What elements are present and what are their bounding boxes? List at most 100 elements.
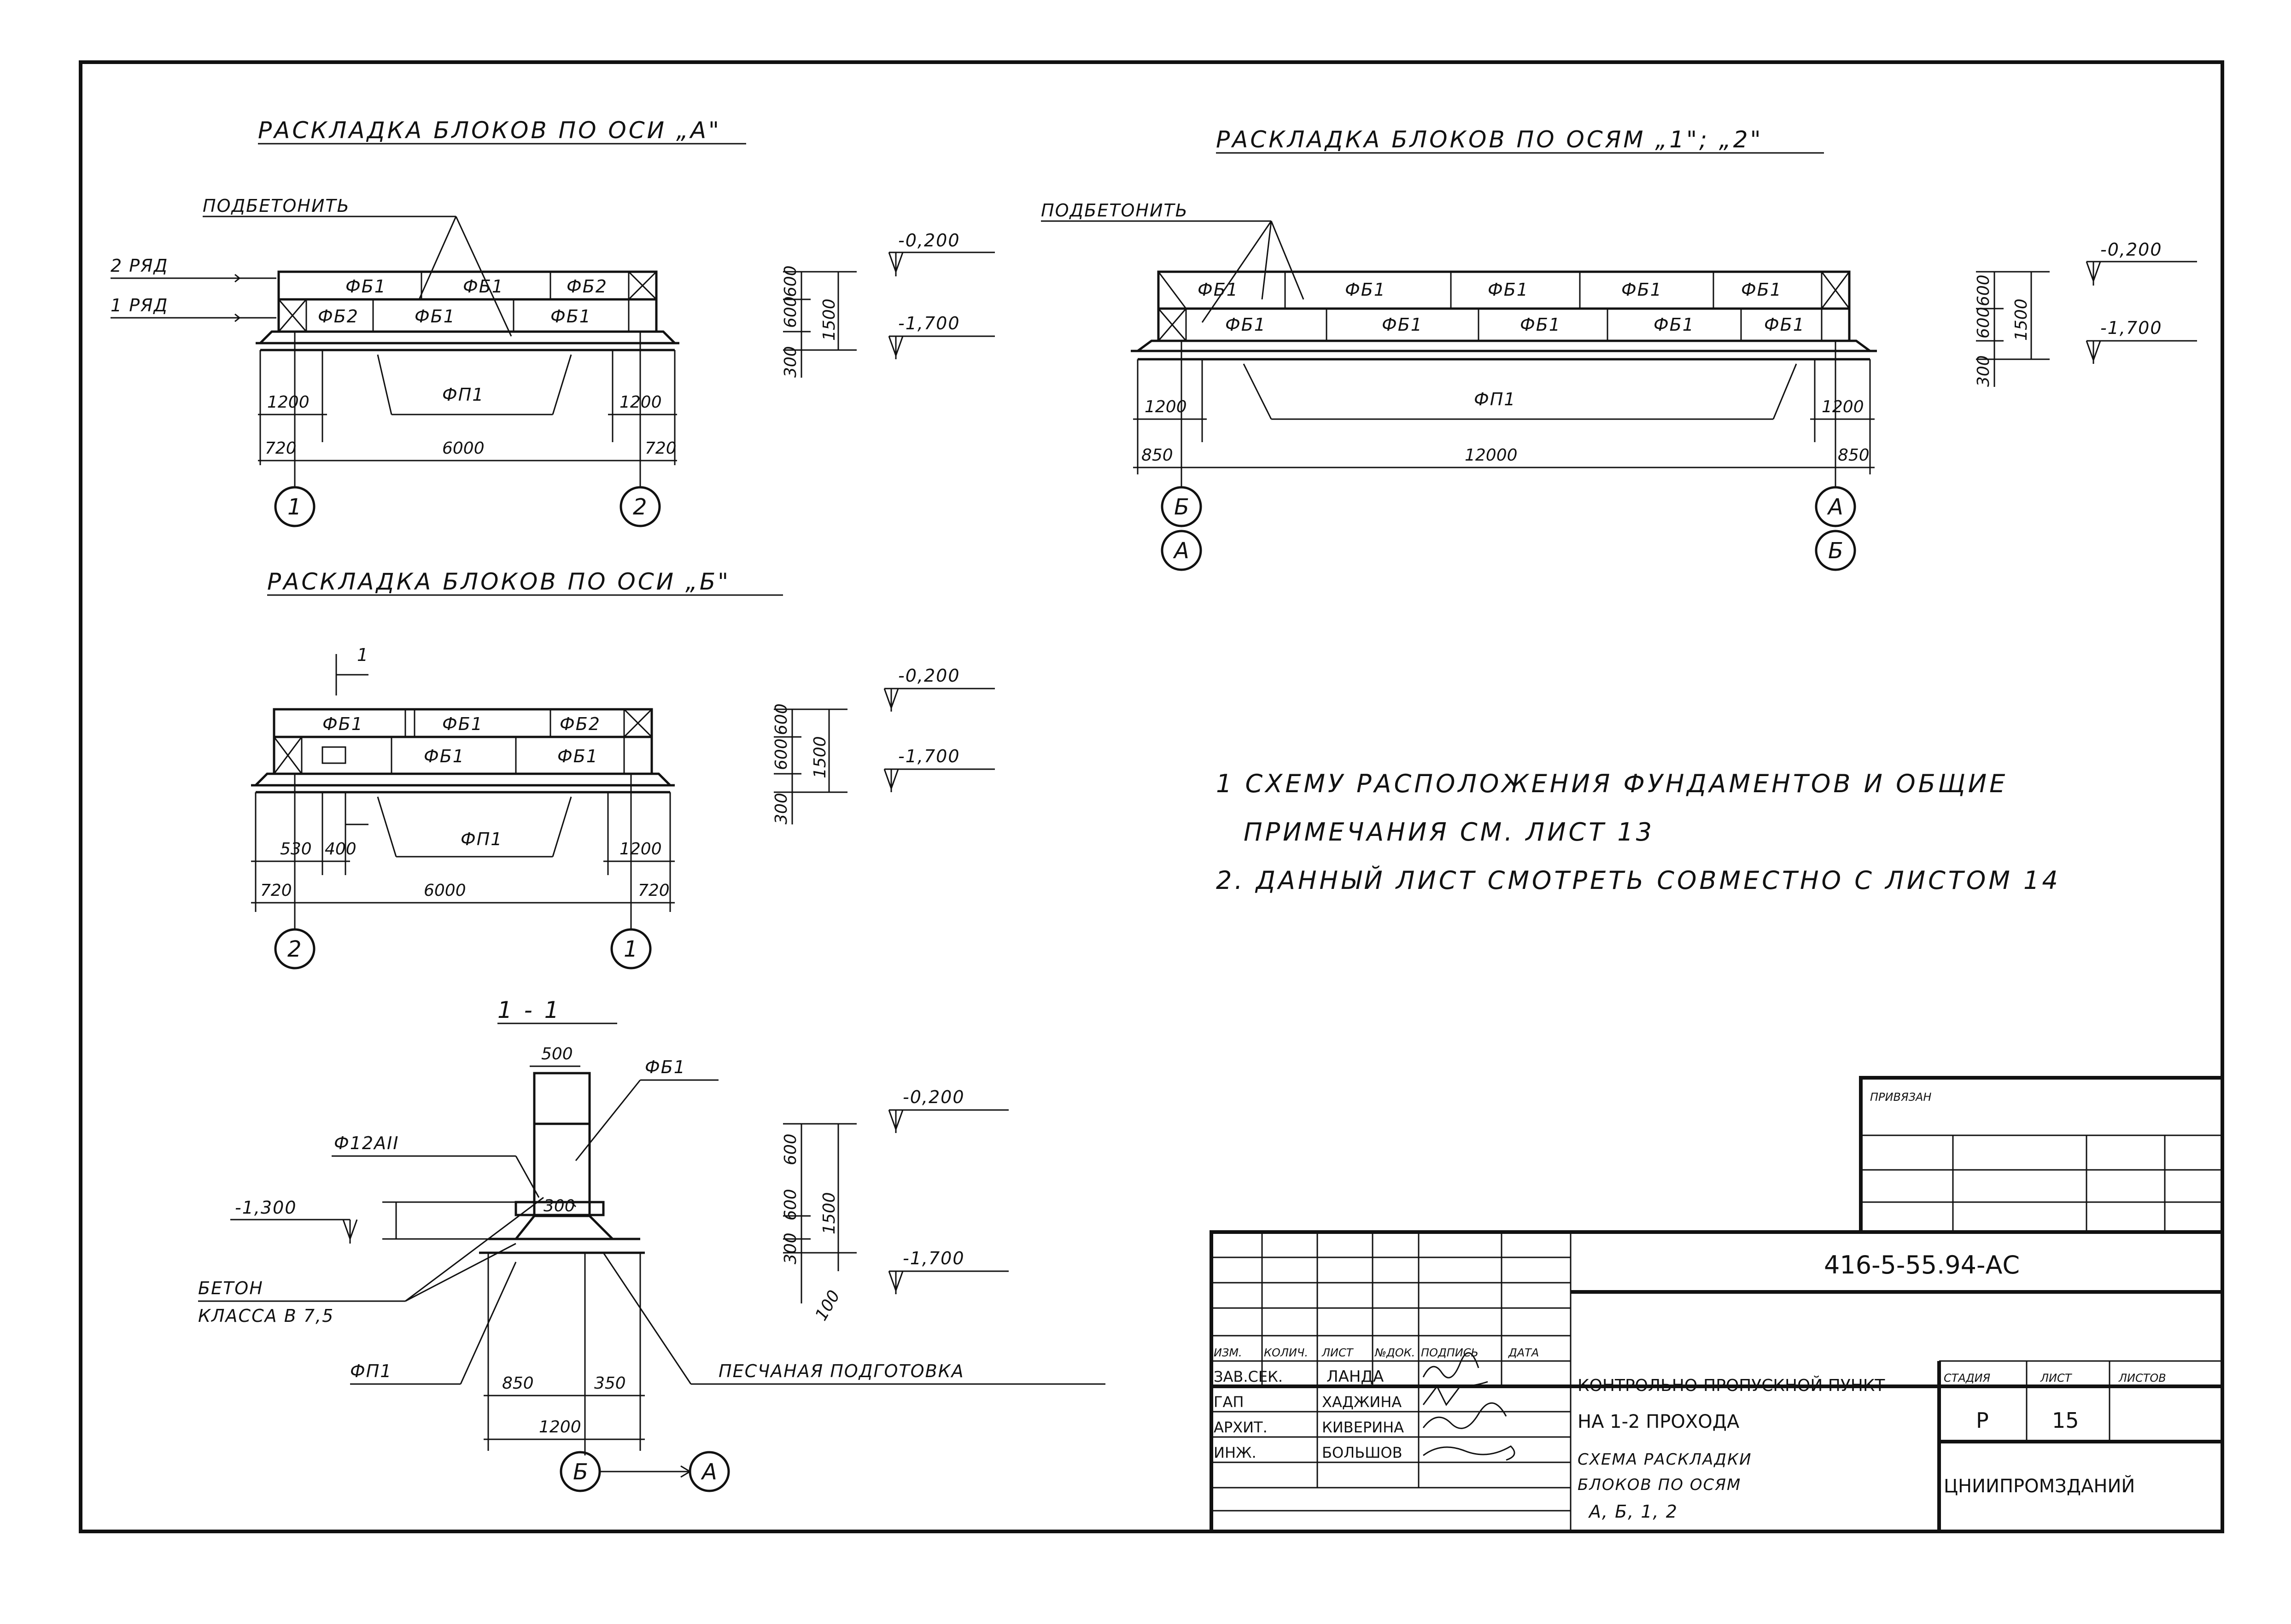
plan-a-block: ФБ1 — [463, 276, 504, 297]
plan-axis-a: РАСКЛАДКА БЛОКОВ ПО ОСИ „А" ПОДБЕТОНИТЬ … — [111, 117, 995, 527]
section-concrete: БЕТОН — [198, 1278, 263, 1298]
plan-a-height: 300 — [781, 346, 800, 378]
plan-12-dim: 1200 — [1822, 397, 1864, 416]
plan-12-axis-marker: Б — [1174, 494, 1189, 520]
section-height: 600 — [781, 1189, 800, 1221]
plan-a-block: ФБ1 — [550, 306, 591, 327]
plan-12-block: ФБ1 — [1654, 315, 1695, 335]
plan-12-block: ФБ1 — [1345, 280, 1386, 300]
plan-12-level: -1,700 — [2100, 318, 2162, 338]
section-title: 1 - 1 — [497, 997, 561, 1023]
tb-role: ИНЖ. — [1214, 1444, 1257, 1461]
doc-code: 416-5-55.94-АС — [1824, 1250, 2020, 1279]
section-sand: ПЕСЧАНАЯ ПОДГОТОВКА — [719, 1361, 964, 1381]
plan-b-level: -1,700 — [898, 746, 960, 766]
plan-12-title: РАСКЛАДКА БЛОКОВ ПО ОСЯМ „1"; „2" — [1216, 126, 1763, 153]
plan-12-level: -0,200 — [2100, 240, 2162, 260]
tb-col-header: ДАТА — [1508, 1346, 1539, 1359]
plan-b-axis-marker: 1 — [624, 936, 638, 962]
section-1-1: 1 - 1 500 ФБ1 300 Ф12АII -1,300 БЕТОН КЛ… — [198, 997, 1105, 1492]
plan-a-block: ФБ1 — [345, 276, 386, 297]
section-level: -1,700 — [903, 1248, 965, 1268]
plan-b-dim: 6000 — [424, 881, 466, 900]
note-line: 2. ДАННЫЙ ЛИСТ СМОТРЕТЬ СОВМЕСТНО С ЛИСТ… — [1216, 866, 2061, 895]
plan-12-block: ФБ1 — [1621, 280, 1662, 300]
section-height: 300 — [781, 1233, 800, 1264]
project-name: НА 1-2 ПРОХОДА — [1578, 1411, 1740, 1432]
tb-name: ХАДЖИНА — [1322, 1393, 1402, 1411]
note-line: ПРИМЕЧАНИЯ СМ. ЛИСТ 13 — [1244, 818, 1654, 847]
sheet-number: 15 — [2052, 1408, 2079, 1433]
section-height: 600 — [781, 1133, 800, 1165]
section-slab: ФП1 — [350, 1361, 392, 1381]
plan-b-height: 600 — [772, 703, 791, 735]
section-height-total: 1500 — [820, 1192, 839, 1234]
section-dim: 1200 — [539, 1418, 581, 1437]
section-axis-marker: А — [701, 1459, 717, 1485]
tb-role: АРХИТ. — [1214, 1419, 1268, 1436]
plan-12-height: 600 — [1974, 275, 1993, 306]
plan-b-block: ФБ1 — [557, 746, 598, 766]
plan-a-block: ФБ2 — [567, 276, 608, 297]
plan-a-title: РАСКЛАДКА БЛОКОВ ПО ОСИ „А" — [258, 117, 721, 144]
plan-b-block: ФБ1 — [424, 746, 465, 766]
plan-a-row1-label: 1 РЯД — [111, 295, 168, 315]
plan-a-axis-marker: 1 — [287, 494, 302, 520]
note-line: 1 СХЕМУ РАСПОЛОЖЕНИЯ ФУНДАМЕНТОВ И ОБЩИЕ — [1216, 769, 2008, 798]
plan-b-dim: 720 — [260, 881, 292, 900]
signature-3 — [1422, 1402, 1507, 1429]
privyazan-label: ПРИВЯЗАН — [1870, 1091, 1931, 1104]
plan-axes-1-2: РАСКЛАДКА БЛОКОВ ПО ОСЯМ „1"; „2" ПОДБЕТ… — [1041, 126, 2197, 571]
plan-12-block: ФБ1 — [1520, 315, 1561, 335]
sheet-title: СХЕМА РАСКЛАДКИ — [1578, 1450, 1752, 1469]
tb-name: БОЛЬШОВ — [1322, 1444, 1403, 1461]
section-level-mid: -1,300 — [235, 1198, 297, 1218]
plan-a-leader-label: ПОДБЕТОНИТЬ — [203, 196, 350, 216]
sheet-frame — [79, 60, 2224, 1533]
plan-12-block: ФБ1 — [1488, 280, 1529, 300]
plan-a-dim: 6000 — [442, 439, 485, 458]
plan-b-slab: ФП1 — [461, 829, 503, 849]
plan-b-dim: 400 — [325, 840, 357, 859]
plan-12-dim: 12000 — [1465, 446, 1518, 465]
tb-col-header: ЛИСТ — [1321, 1346, 1354, 1359]
plan-12-block: ФБ1 — [1225, 315, 1266, 335]
section-block: ФБ1 — [645, 1057, 686, 1077]
plan-b-dim: 720 — [638, 881, 670, 900]
plan-12-block: ФБ1 — [1382, 315, 1423, 335]
plan-12-axis-marker: А — [1827, 494, 1843, 520]
tb-role: ЗАВ.СЕК. — [1214, 1368, 1283, 1385]
plan-12-height: 600 — [1974, 307, 1993, 339]
plan-12-leader-label: ПОДБЕТОНИТЬ — [1041, 200, 1188, 221]
plan-12-block: ФБ1 — [1198, 280, 1239, 300]
plan-a-dim: 720 — [645, 439, 677, 458]
plan-a-slab: ФП1 — [442, 385, 484, 405]
plan-b-title: РАСКЛАДКА БЛОКОВ ПО ОСИ „Б" — [267, 568, 731, 595]
signature-4 — [1423, 1445, 1515, 1461]
plan-a-block: ФБ2 — [318, 306, 359, 327]
section-concrete: КЛАССА В 7,5 — [198, 1306, 334, 1326]
tb-name: ЛАНДА — [1327, 1367, 1384, 1386]
section-dim: 350 — [594, 1374, 626, 1393]
tb-col-header: ИЗМ. — [1214, 1346, 1242, 1359]
plan-b-block: ФБ1 — [322, 714, 363, 734]
plan-12-block: ФБ1 — [1741, 280, 1782, 300]
plan-12-axis-marker: Б — [1828, 538, 1843, 564]
plan-b-axis-marker: 2 — [287, 936, 302, 962]
plan-a-axis-marker: 2 — [633, 494, 647, 520]
plan-a-height: 600 — [781, 296, 800, 328]
tb-name: КИВЕРИНА — [1322, 1419, 1404, 1436]
section-rebar-dots: 300 — [544, 1197, 575, 1215]
plan-b-block: ФБ2 — [560, 714, 601, 734]
plan-a-dim: 1200 — [267, 393, 310, 412]
section-rebar: Ф12АII — [334, 1133, 399, 1153]
plan-b-height: 600 — [772, 738, 791, 770]
tb-role: ГАП — [1214, 1393, 1244, 1411]
plan-axis-b: РАСКЛАДКА БЛОКОВ ПО ОСИ „Б" 1 ФБ1 ФБ1 ФБ… — [251, 568, 995, 970]
plan-12-dim: 850 — [1838, 446, 1870, 465]
sheet-title: А, Б, 1, 2 — [1588, 1501, 1678, 1522]
plan-a-level: -1,700 — [898, 313, 960, 333]
plan-12-height-total: 1500 — [2012, 298, 2031, 341]
plan-b-cut-mark: 1 — [357, 645, 369, 665]
